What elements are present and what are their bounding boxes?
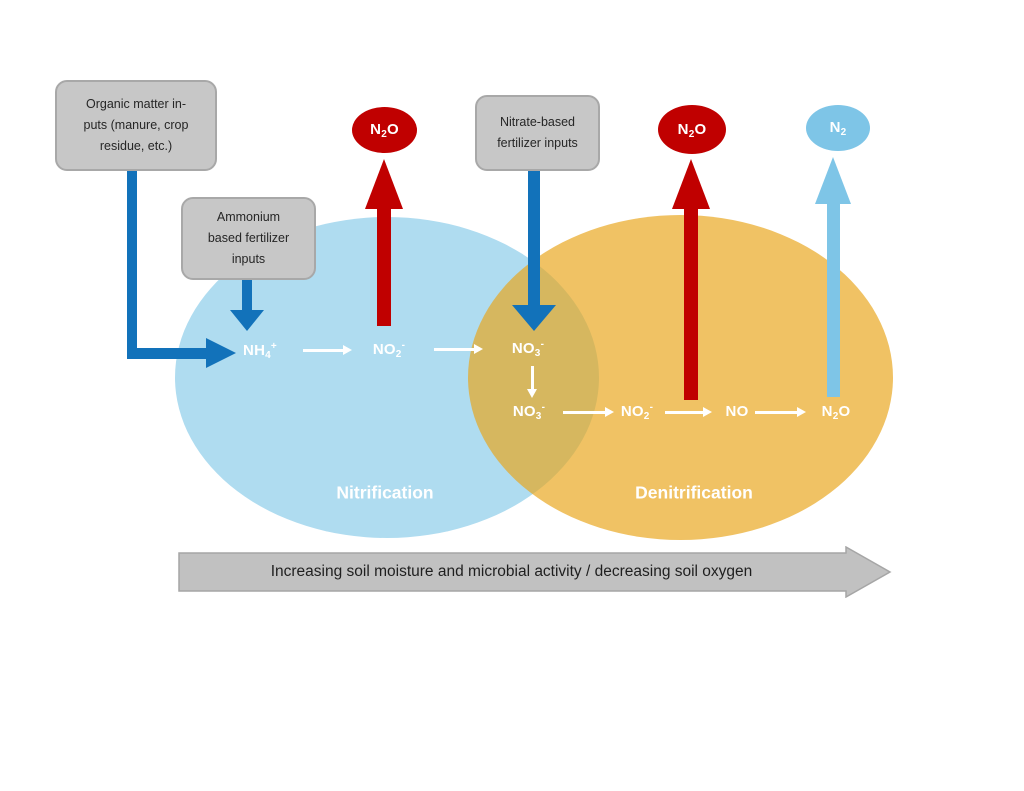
species-no: NO	[725, 403, 749, 420]
soil-moisture-gradient-label: Increasing soil moisture and microbial a…	[270, 563, 753, 580]
ammonium-fertilizer-inputs-box: Ammonium based fertilizer inputs	[181, 197, 316, 280]
nitrate-input-arrowhead-icon	[512, 305, 556, 331]
nitrate-box-line: fertilizer inputs	[497, 136, 578, 150]
nitrate-fertilizer-inputs-box: Nitrate-based fertilizer inputs	[475, 95, 600, 171]
organic-box-line: Organic matter in-	[85, 97, 187, 111]
ammonium-box-line: Ammonium	[216, 210, 281, 224]
organic-matter-inputs-box: Organic matter in- puts (manure, crop re…	[55, 80, 217, 171]
n2o-label-left: N2O	[370, 121, 399, 140]
n2o-emission-arrowhead-right-icon	[672, 159, 710, 209]
ammonium-input-arrowhead-icon	[230, 310, 264, 331]
denitrification-label: Denitrification	[635, 482, 753, 503]
nitrification-label: Nitrification	[336, 482, 434, 503]
flow-arrow-nh4-to-no2-icon	[303, 349, 343, 352]
species-no3-top: NO3-	[511, 339, 545, 359]
flow-arrow-no3-down-icon	[531, 366, 534, 390]
nitrate-box-line: Nitrate-based	[499, 115, 576, 129]
species-nh4: NH4+	[243, 341, 277, 361]
n2o-emission-arrow-right	[684, 208, 698, 400]
species-n2o-chain: N2O	[821, 403, 851, 422]
flow-arrow-no3-to-no2-icon	[563, 411, 605, 414]
organic-box-line: residue, etc.)	[99, 139, 173, 153]
organic-input-arrowhead-icon	[206, 338, 236, 368]
n2o-emission-arrowhead-left-icon	[365, 159, 403, 209]
species-no3-bottom: NO3-	[512, 402, 546, 422]
flow-arrow-no-to-n2o-icon	[755, 411, 797, 414]
n2-label: N2	[829, 119, 847, 138]
soil-moisture-gradient-arrow	[178, 546, 892, 598]
n2-emission-arrow	[827, 203, 840, 397]
ammonium-box-line: inputs	[231, 252, 266, 266]
flow-arrow-no2-to-no-icon	[665, 411, 703, 414]
n2o-bubble-right: N2O	[658, 105, 726, 154]
n2o-bubble-left: N2O	[352, 107, 417, 153]
n2o-label-right: N2O	[677, 120, 707, 140]
flow-arrow-no2-to-no3-icon	[434, 348, 474, 351]
gradient-arrow-shape	[178, 546, 892, 598]
species-no2-nitrification: NO2-	[372, 340, 406, 360]
ammonium-input-arrow	[242, 275, 252, 310]
n2o-emission-arrow-left	[377, 208, 391, 326]
organic-input-arrow-horizontal	[127, 348, 206, 359]
n2-emission-arrowhead-icon	[815, 157, 851, 204]
ammonium-box-line: based fertilizer	[207, 231, 290, 245]
n2-bubble: N2	[806, 105, 870, 151]
species-no2-denitrification: NO2-	[620, 402, 654, 422]
nitrate-input-arrow	[528, 166, 540, 305]
organic-box-line: puts (manure, crop	[83, 118, 189, 132]
organic-input-arrow-vertical	[127, 165, 137, 359]
